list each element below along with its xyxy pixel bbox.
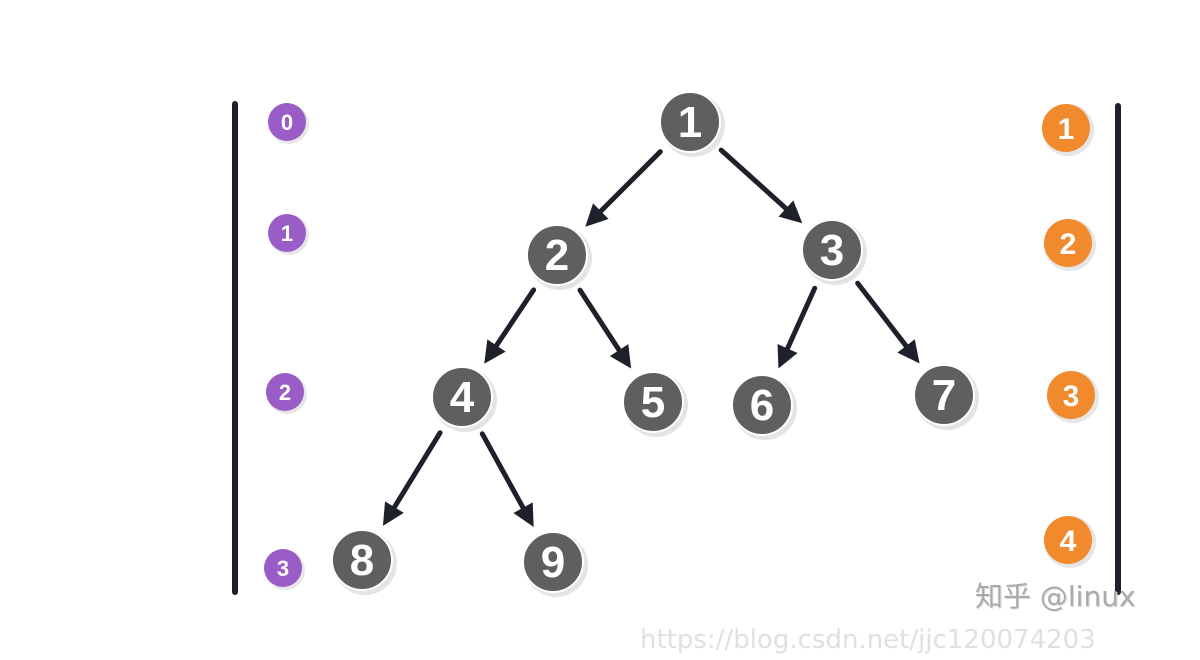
tree-node-1: 1	[659, 91, 725, 157]
tree-node-label: 4	[450, 373, 475, 422]
edge-arrow-3-7	[855, 280, 920, 364]
depth-label-text: 0	[281, 110, 293, 135]
tree-node-4: 4	[431, 366, 497, 432]
depth-label-0: 0	[268, 103, 309, 144]
level-label-text: 4	[1060, 525, 1077, 558]
tree-node-label: 7	[932, 371, 956, 420]
tree-node-label: 6	[750, 381, 774, 430]
level-label-2: 2	[1044, 219, 1096, 271]
depth-label-text: 3	[277, 556, 289, 581]
edge-arrow-1-2	[585, 149, 663, 227]
tree-node-label: 5	[641, 378, 665, 427]
edge-arrow-1-3	[718, 147, 803, 224]
csdn-watermark: https://blog.csdn.net/jjc120074203	[640, 625, 1096, 655]
tree-node-3: 3	[801, 219, 867, 285]
depth-label-text: 2	[279, 380, 291, 405]
edge-arrow-2-4	[484, 287, 537, 364]
level-label-text: 3	[1063, 380, 1080, 413]
level-label-1: 1	[1042, 104, 1094, 156]
tree-node-2: 2	[526, 224, 592, 290]
depth-label-3: 3	[264, 549, 305, 590]
depth-label-text: 1	[281, 221, 293, 246]
edge-arrow-2-5	[577, 287, 632, 369]
tree-node-label: 8	[350, 536, 374, 585]
level-label-3: 3	[1047, 371, 1099, 423]
level-label-text: 2	[1060, 228, 1077, 261]
level-label-text: 1	[1058, 113, 1075, 146]
depth-label-1: 1	[268, 214, 309, 255]
tree-node-label: 2	[545, 231, 569, 280]
level-label-4: 4	[1044, 516, 1096, 568]
tree-node-9: 9	[522, 531, 588, 597]
zhihu-watermark: 知乎 @linux	[975, 580, 1136, 613]
depth-label-2: 2	[266, 373, 307, 414]
edge-arrow-3-6	[777, 285, 818, 369]
tree-node-label: 1	[678, 98, 702, 147]
tree-node-8: 8	[331, 529, 397, 595]
edge-arrow-4-9	[479, 431, 534, 527]
tree-node-5: 5	[622, 371, 688, 437]
tree-node-6: 6	[731, 374, 797, 440]
tree-node-label: 3	[820, 226, 844, 275]
tree-node-7: 7	[913, 364, 979, 430]
tree-node-label: 9	[541, 538, 565, 587]
edge-arrow-4-8	[382, 430, 443, 526]
